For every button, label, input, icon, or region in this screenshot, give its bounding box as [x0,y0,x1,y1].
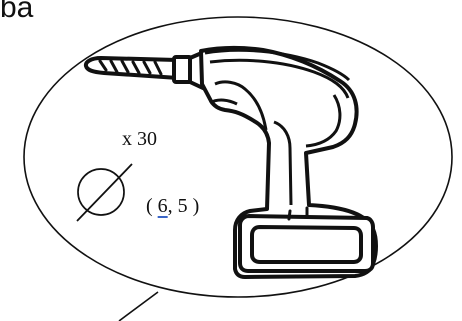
diameter-symbol-icon [76,163,133,222]
coordinate-label: ( 6, 5 ) [146,195,199,217]
coordinate-open-paren: ( [146,195,153,217]
quantity-label: x 30 [122,128,157,150]
callout-tail [118,291,159,321]
coordinate-first-value[interactable]: 6 [157,195,168,217]
cordless-drill-icon [83,45,378,279]
page-fragment-text: ba [0,0,34,24]
page-text-fragment: ba [0,0,90,40]
callout-bubble [23,16,453,298]
coordinate-separator: , [167,195,173,217]
coordinate-second-value: 5 ) [172,195,200,217]
